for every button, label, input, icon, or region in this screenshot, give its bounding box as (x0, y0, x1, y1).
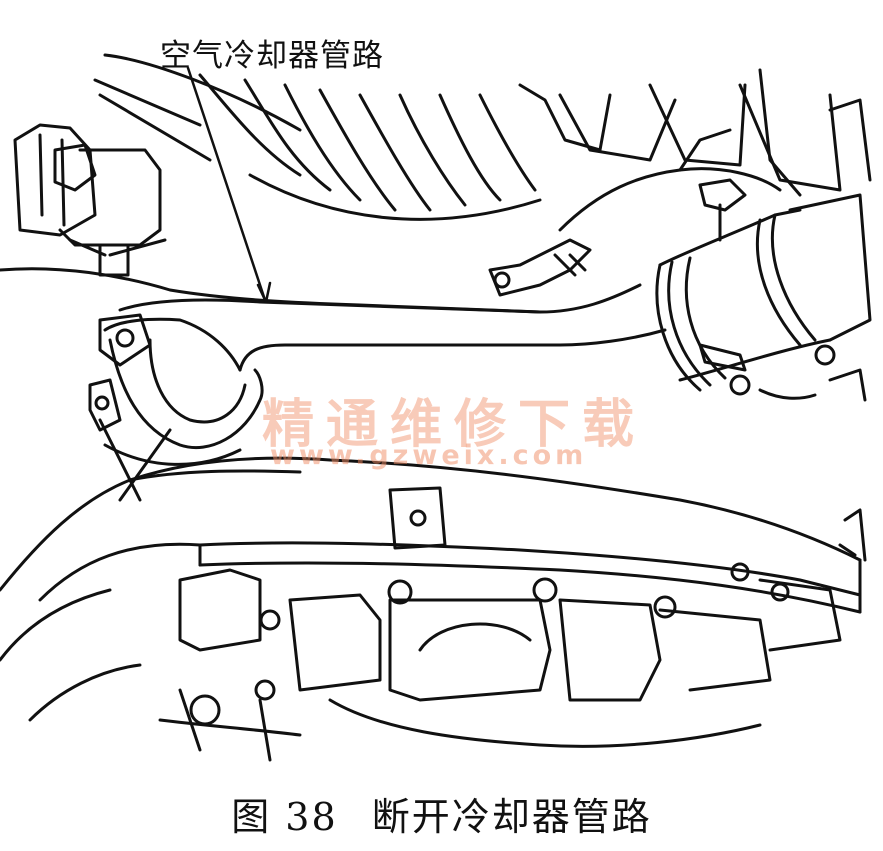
pipe-bracket (488, 178, 747, 297)
air-cooler-pipe (88, 283, 667, 466)
callout-label: 空气冷却器管路 (160, 38, 384, 74)
watermark-chinese: 精通维修下载 (262, 394, 647, 455)
chassis-line (0, 267, 542, 314)
lower-block (98, 418, 842, 762)
watermark-url: www.gzweix.com (270, 440, 588, 471)
callout-arrowhead (256, 281, 272, 304)
figure-caption: 图 38 断开冷却器管路 (0, 786, 883, 841)
upper-left-mount (13, 123, 167, 277)
figure-title: 断开冷却器管路 (371, 795, 652, 839)
hose-clamp-sleeve (655, 193, 872, 402)
upper-fin-block (93, 53, 872, 232)
lower-frame (0, 456, 867, 722)
figure-number: 图 38 (231, 795, 338, 839)
callout-leader-line (186, 66, 267, 302)
